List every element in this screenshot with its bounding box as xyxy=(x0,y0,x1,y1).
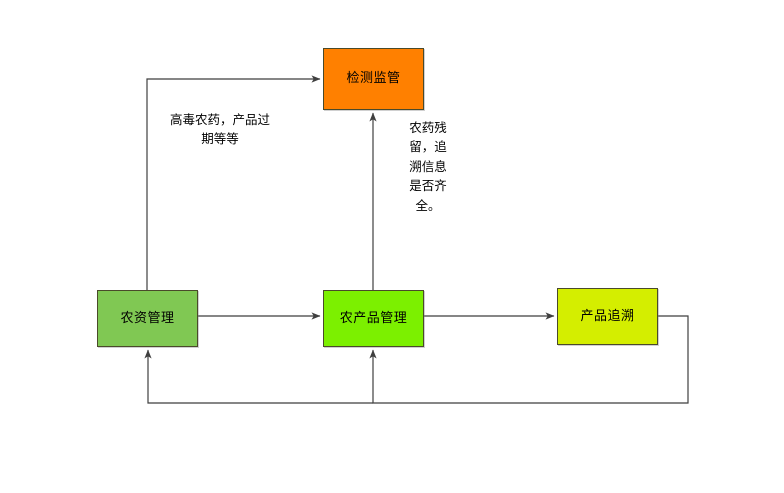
connector-agri-input-to-inspection xyxy=(146,75,321,290)
node-inspection-supervision[interactable]: 检测监管 xyxy=(323,48,424,110)
edge-label-residue-note: 农药残 留，追 溯信息 是否齐 全。 xyxy=(409,120,447,213)
node-agricultural-product-management[interactable]: 农产品管理 xyxy=(323,290,424,347)
connector-traceability-to-agri-input xyxy=(144,349,373,404)
node-agricultural-product-management-label: 农产品管理 xyxy=(339,310,408,326)
node-product-traceability-label: 产品追溯 xyxy=(580,308,635,324)
node-agricultural-input-management-label: 农资管理 xyxy=(120,310,175,326)
node-inspection-supervision-label: 检测监管 xyxy=(346,71,401,87)
edge-label-pesticide-note: 高毒农药，产品过 期等等 xyxy=(169,112,270,147)
node-agricultural-input-management[interactable]: 农资管理 xyxy=(97,290,198,347)
connector-traceability-to-agri-product xyxy=(369,315,689,404)
node-product-traceability[interactable]: 产品追溯 xyxy=(557,288,658,345)
